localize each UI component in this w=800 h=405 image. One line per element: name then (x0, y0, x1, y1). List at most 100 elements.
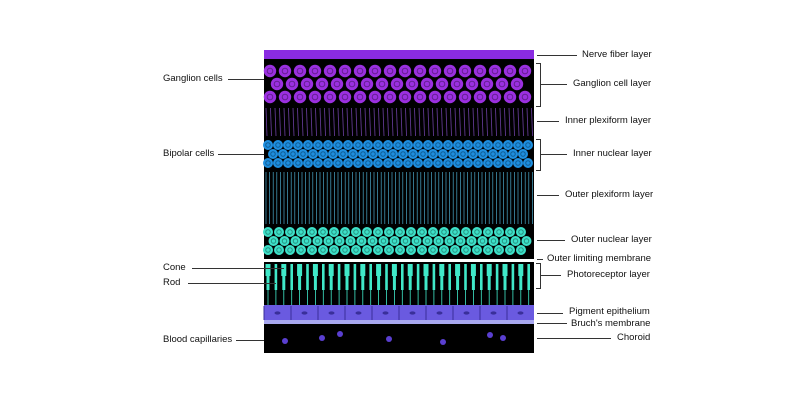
rod-segment (274, 264, 278, 290)
bipolar-cell (293, 158, 303, 168)
ipl-fiber (351, 107, 353, 137)
bipolar-cell-nucleus (425, 142, 431, 148)
bipolar-cell-nucleus (375, 160, 381, 166)
cone-inner-segment (502, 264, 508, 276)
bipolar-cell (363, 140, 373, 150)
outer-nuclear-cell (373, 245, 383, 255)
ganglion-cell (473, 90, 487, 104)
bipolar-cell-nucleus (475, 160, 481, 166)
bipolar-cell (453, 140, 463, 150)
cone-outer-segment (424, 276, 428, 290)
pigment-cell-nucleus (274, 311, 281, 315)
bipolar-cell-nucleus (305, 160, 311, 166)
bipolar-cell (388, 149, 398, 159)
bipolar-cell (453, 158, 463, 168)
ganglion-cell (503, 90, 517, 104)
bipolar-cell-nucleus (300, 151, 306, 157)
ganglion-cell (420, 77, 434, 91)
bipolar-cell (373, 158, 383, 168)
bipolar-cell (288, 149, 298, 159)
outer-nuclear-cell (417, 227, 427, 237)
bipolar-cell (438, 149, 448, 159)
outer-nuclear-cell-nucleus (408, 229, 414, 235)
cone-inner-segment (455, 264, 461, 276)
outer-limiting-membrane (264, 259, 534, 262)
ganglion-cell-nucleus (461, 93, 469, 101)
ganglion-cell (488, 90, 502, 104)
outer-nuclear-cell (362, 245, 372, 255)
rod-segment (290, 264, 293, 290)
outer-nuclear-cell (307, 245, 317, 255)
rod-segment (322, 264, 325, 290)
ganglion-cell (435, 77, 449, 91)
outer-nuclear-cell-nucleus (430, 247, 436, 253)
ipl-fiber (423, 107, 425, 137)
ganglion-cell-nucleus (416, 93, 424, 101)
ganglion-cell (450, 77, 464, 91)
bipolar-cell (323, 140, 333, 150)
bipolar-cell (353, 140, 363, 150)
bipolar-cell-nucleus (445, 142, 451, 148)
leader-inner-nuclear (541, 154, 567, 155)
rod-segment (416, 264, 420, 290)
rod-segment (306, 264, 309, 290)
outer-nuclear-cell-nucleus (512, 238, 519, 244)
outer-nuclear-cell-nucleus (320, 247, 326, 253)
ipl-fiber (445, 107, 448, 137)
outer-nuclear-cell-nucleus (441, 247, 447, 253)
bipolar-cell (393, 158, 403, 168)
ganglion-cell-nucleus (498, 80, 506, 88)
bipolar-cell (463, 158, 473, 168)
bipolar-cell (393, 140, 403, 150)
outer-nuclear-cell-nucleus (325, 238, 332, 244)
outer-nuclear-cell-nucleus (314, 238, 321, 244)
ipl-fiber (373, 107, 376, 137)
ganglion-cell (293, 64, 307, 78)
ganglion-cell-nucleus (408, 80, 416, 88)
bipolar-cell-nucleus (505, 160, 511, 166)
leader-ganglion-cell (541, 84, 567, 85)
ganglion-cell-nucleus (356, 67, 364, 75)
ganglion-cell (428, 90, 442, 104)
ganglion-cell (375, 77, 389, 91)
outer-nuclear-cell-nucleus (507, 247, 513, 253)
cone-inner-segment (328, 264, 334, 276)
bipolar-cell-nucleus (470, 151, 476, 157)
ganglion-cell-nucleus (371, 93, 379, 101)
cone-outer-segment (329, 276, 333, 290)
leader-pigment (537, 313, 563, 314)
outer-nuclear-cell (329, 245, 339, 255)
leader-inner-plexiform (537, 121, 559, 122)
bipolar-cell-nucleus (445, 160, 451, 166)
outer-nuclear-cell-nucleus (375, 247, 381, 253)
bipolar-cell-nucleus (465, 160, 471, 166)
outer-nuclear-cell-nucleus (364, 247, 370, 253)
bipolar-cell (473, 158, 483, 168)
bipolar-cell-nucleus (350, 151, 356, 157)
bipolar-cell-nucleus (405, 142, 411, 148)
bipolar-cell (398, 149, 408, 159)
bipolar-cell (303, 158, 313, 168)
outer-nuclear-cell-nucleus (496, 247, 502, 253)
bipolar-cell (313, 140, 323, 150)
outer-nuclear-cell-nucleus (292, 238, 299, 244)
ganglion-cell (458, 90, 472, 104)
bipolar-cell (483, 158, 493, 168)
cone-inner-segment (281, 264, 287, 276)
bipolar-cell-nucleus (330, 151, 336, 157)
ipl-fiber (427, 107, 430, 137)
outer-nuclear-cell (461, 227, 471, 237)
bipolar-cell-nucleus (370, 151, 376, 157)
outer-nuclear-cell-nucleus (496, 229, 502, 235)
bipolar-cell-nucleus (475, 142, 481, 148)
capillary (500, 335, 506, 341)
ganglion-cell-nucleus (446, 67, 454, 75)
ipl-fiber (517, 107, 520, 137)
outer-nuclear-cell-nucleus (424, 238, 431, 244)
leader-nerve-fiber (537, 55, 577, 56)
bipolar-cell-nucleus (375, 142, 381, 148)
cone-outer-segment (282, 276, 286, 290)
outer-nuclear-cell-nucleus (276, 229, 282, 235)
ganglion-cell (518, 64, 532, 78)
outer-nuclear-cell (472, 245, 482, 255)
